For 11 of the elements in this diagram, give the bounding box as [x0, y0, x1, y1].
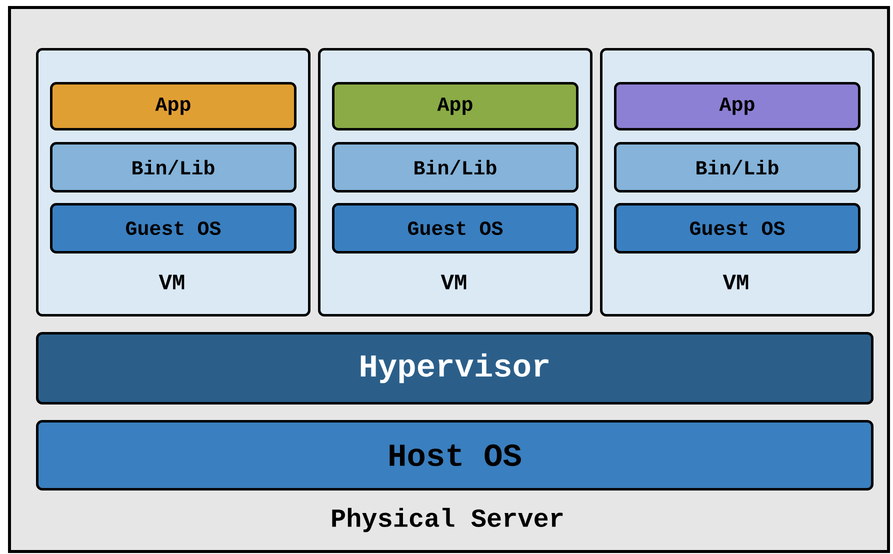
library-layer: Bin/Lib	[614, 142, 861, 192]
library-layer: Bin/Lib	[50, 142, 296, 192]
app-layer: App	[614, 82, 861, 130]
host-os-layer: Host OS	[36, 420, 874, 490]
guest-os-layer: Guest OS	[332, 203, 578, 254]
hypervisor-layer: Hypervisor	[36, 332, 874, 404]
app-layer: App	[50, 82, 296, 130]
guest-os-layer: Guest OS	[50, 203, 296, 254]
guest-os-layer: Guest OS	[614, 203, 861, 254]
app-layer: App	[332, 82, 578, 130]
library-layer: Bin/Lib	[332, 142, 578, 192]
